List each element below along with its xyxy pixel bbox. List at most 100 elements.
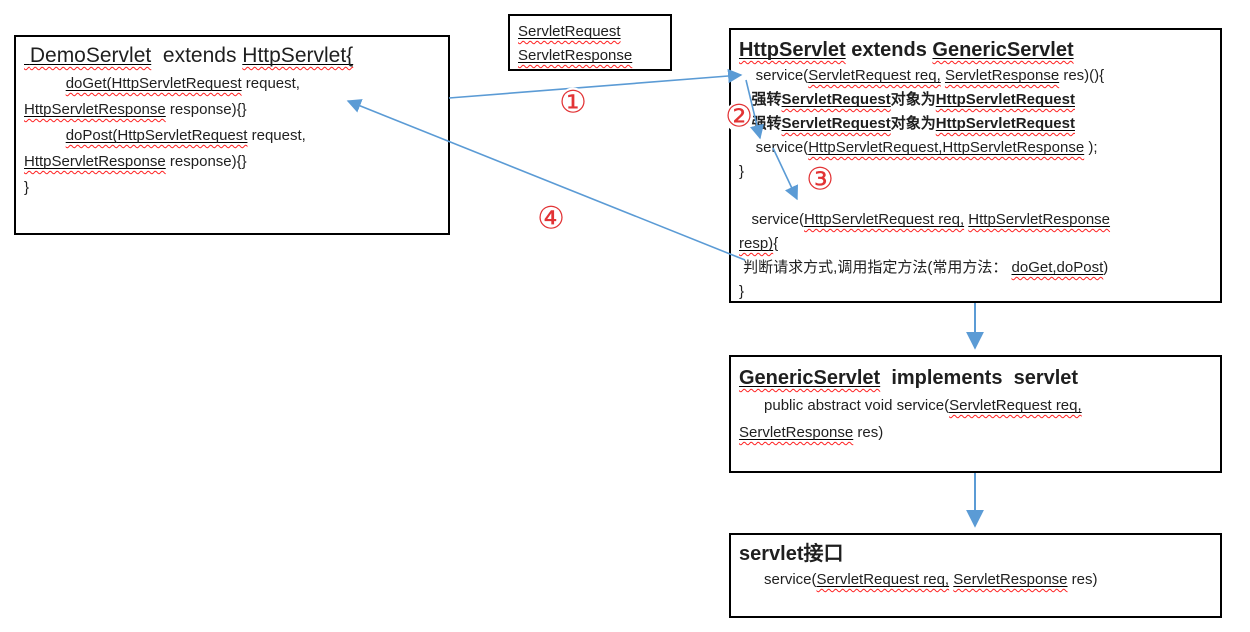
text-segment: { [773,235,779,252]
spellcheck-underlined-text: doPost(HttpServletRequest [66,127,248,144]
text-segment: service( [739,139,809,156]
underlined-text: ServletResponse [739,424,854,441]
underlined-text: HttpServletRequest [935,115,1075,132]
underlined-text: doGet,doPost [1011,259,1104,276]
underlined-text: HttpServletResponse [24,153,166,170]
spellcheck-underlined-text: ServletResponse [739,424,853,441]
text-segment [24,127,66,144]
code-line: doGet(HttpServletRequest request, [24,71,440,97]
text-segment: res)(){ [1059,67,1105,84]
code-line: HttpServletResponse response){} [24,149,440,175]
box-title-line: HttpServlet extends GenericServlet [739,36,1212,64]
text-segment: service( [739,211,805,228]
text-segment: extends [845,39,933,61]
underlined-text: DemoServlet [24,44,152,67]
code-line: doPost(HttpServletRequest request, [24,123,440,149]
spellcheck-underlined-text: GenericServlet [739,367,880,389]
spellcheck-underlined-text: ServletResponse [945,67,1059,84]
text-segment: } [24,179,30,196]
text-segment: request, [241,75,300,92]
text-segment: extends [151,44,243,67]
arrow-step-1 [448,68,743,99]
step-marker-1: ① [559,84,587,121]
underlined-text: HttpServletRequest req, [804,211,965,228]
underlined-text: ServletResponse [953,571,1068,588]
code-line: ServletRequest [518,20,662,44]
spellcheck-underlined-text: HttpServletRequest [936,91,1075,108]
text-segment: public abstract void service( [739,397,950,414]
underlined-text: ServletRequest req, [949,397,1082,414]
text-segment: 对象为 [890,91,936,108]
code-line: ServletResponse [518,44,662,68]
step-marker-3: ③ [806,161,834,198]
spellcheck-underlined-text: ServletRequest [782,91,891,108]
underlined-text: ServletRequest [781,91,891,108]
text-segment: 判断请求方式,调用指定方法(常用方法： [739,259,1012,276]
text-segment: ); [1084,139,1098,156]
underlined-text: HttpServletResponse [24,101,166,118]
underlined-text: GenericServlet [932,39,1074,61]
step-marker-4: ④ [537,200,565,237]
text-segment: servlet接口 [739,543,844,565]
box-title-line: DemoServlet extends HttpServlet{ [24,41,440,71]
underlined-text: resp) [739,235,774,252]
text-segment: ) [1103,259,1109,276]
underlined-text: HttpServletRequest [935,91,1075,108]
spellcheck-underlined-text: HttpServlet [739,39,846,61]
code-line: } [739,280,1212,304]
underlined-text: ServletRequest [781,115,891,132]
code-line: public abstract void service(ServletRequ… [739,392,1212,419]
spellcheck-underlined-text: HttpServletRequest [936,115,1075,132]
underlined-text: GenericServlet [739,367,881,389]
underlined-text: doPost(HttpServletRequest [65,127,248,144]
spellcheck-underlined-text: HttpServletResponse [24,153,166,170]
spellcheck-underlined-text: ServletRequest [782,115,891,132]
httpservlet-box: HttpServlet extends GenericServlet servi… [729,28,1222,303]
code-line: service(HttpServletRequest req, HttpServ… [739,208,1212,232]
text-segment: } [739,163,745,180]
spellcheck-underlined-text: DemoServlet [24,44,151,67]
text-segment: service( [739,67,809,84]
underlined-text: ServletResponse [944,67,1060,84]
servlet-interface-box: servlet接口 service(ServletRequest req, Se… [729,533,1222,618]
code-line: 强转ServletRequest对象为HttpServletRequest [739,88,1212,112]
underlined-text: HttpServlet [739,39,846,61]
underlined-text: doGet(HttpServletRequest [65,75,242,92]
code-line: HttpServletResponse response){} [24,97,440,123]
code-line: service(ServletRequest req, ServletRespo… [739,567,1212,593]
spellcheck-underlined-text: HttpServletRequest req, [804,211,964,228]
demoservlet-box: DemoServlet extends HttpServlet{ doGet(H… [14,35,450,235]
text-segment: request, [247,127,306,144]
spellcheck-underlined-text: ServletRequest req, [949,397,1082,414]
spellcheck-underlined-text: ServletRequest req, [817,571,950,588]
spellcheck-underlined-text: ServletRequest req, [808,67,941,84]
spellcheck-underlined-text: HttpServlet{ [242,44,353,67]
spellcheck-underlined-text: doGet(HttpServletRequest [66,75,242,92]
spellcheck-underlined-text: HttpServletResponse [968,211,1110,228]
code-line: service(ServletRequest req, ServletRespo… [739,64,1212,88]
spellcheck-underlined-text: HttpServletRequest,HttpServletResponse [808,139,1084,156]
code-line: 强转ServletRequest对象为HttpServletRequest [739,112,1212,136]
code-line: ServletResponse res) [739,419,1212,446]
step-marker-2: ② [725,98,753,135]
spellcheck-underlined-text: GenericServlet [932,39,1073,61]
genericservlet-box: GenericServlet implements servlet public… [729,355,1222,473]
code-line: 判断请求方式,调用指定方法(常用方法： doGet,doPost) [739,256,1212,280]
underlined-text: HttpServletResponse [968,211,1111,228]
code-line: resp){ [739,232,1212,256]
underlined-text: HttpServletRequest,HttpServletResponse [808,139,1085,156]
text-segment: response){} [165,153,247,170]
spellcheck-underlined-text: HttpServletResponse [24,101,166,118]
code-line: } [24,175,440,201]
text-segment: 对象为 [890,115,936,132]
text-segment: response){} [165,101,247,118]
text-segment [24,75,66,92]
text-segment: res) [1067,571,1098,588]
box-title-line: servlet接口 [739,541,1212,567]
code-line: service(HttpServletRequest,HttpServletRe… [739,136,1212,160]
spellcheck-underlined-text: ServletRequest [518,23,621,40]
underlined-text: ServletResponse [518,47,633,64]
text-segment: implements servlet [880,367,1079,389]
box-title-line: GenericServlet implements servlet [739,365,1212,392]
